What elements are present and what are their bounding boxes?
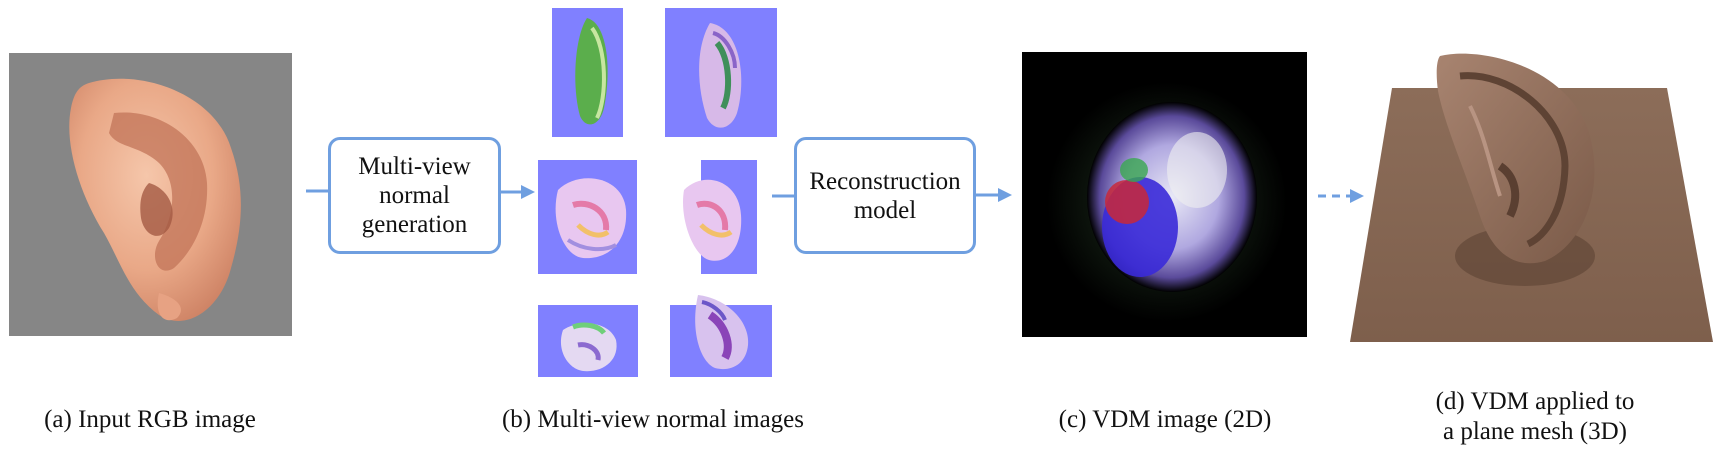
caption-a: (a) Input RGB image	[44, 406, 256, 433]
normal-image-6	[670, 290, 772, 377]
normal-image-3	[538, 160, 637, 274]
normal-image-1	[552, 8, 623, 137]
arrow-to-multiview	[306, 186, 330, 196]
dashed-arrow-to-3d	[1318, 189, 1364, 203]
input-rgb-image	[9, 53, 292, 336]
multiview-normal-generation-box: Multi-view normal generation	[328, 137, 501, 254]
arrow-to-normal-images	[501, 185, 535, 199]
caption-d-line-1: (d) VDM applied to	[1435, 388, 1635, 415]
caption-d-line-2: a plane mesh (3D)	[1443, 418, 1627, 445]
caption-c: (c) VDM image (2D)	[1058, 406, 1272, 433]
normal-image-2	[665, 8, 777, 137]
reconstruction-model-box: Reconstruction model	[794, 137, 976, 254]
caption-b: (b) Multi-view normal images	[501, 406, 804, 433]
caption-d: (d) VDM applied to a plane mesh (3D)	[1385, 387, 1685, 447]
multiview-box-line-1: Multi-view	[358, 153, 471, 180]
reconstruction-box-line-1: Reconstruction	[809, 167, 961, 195]
vdm-image	[1022, 52, 1307, 337]
multiview-box-line-3: generation	[361, 211, 468, 238]
reconstruction-box-line-2: model	[853, 196, 917, 224]
normal-image-4	[679, 160, 757, 274]
multiview-box-line-2: normal	[379, 182, 450, 209]
vdm-plane-mesh-3d	[1350, 46, 1713, 342]
arrow-to-vdm-image	[976, 188, 1012, 202]
arrow-to-reconstruction	[772, 191, 796, 201]
normal-image-5	[538, 305, 638, 377]
